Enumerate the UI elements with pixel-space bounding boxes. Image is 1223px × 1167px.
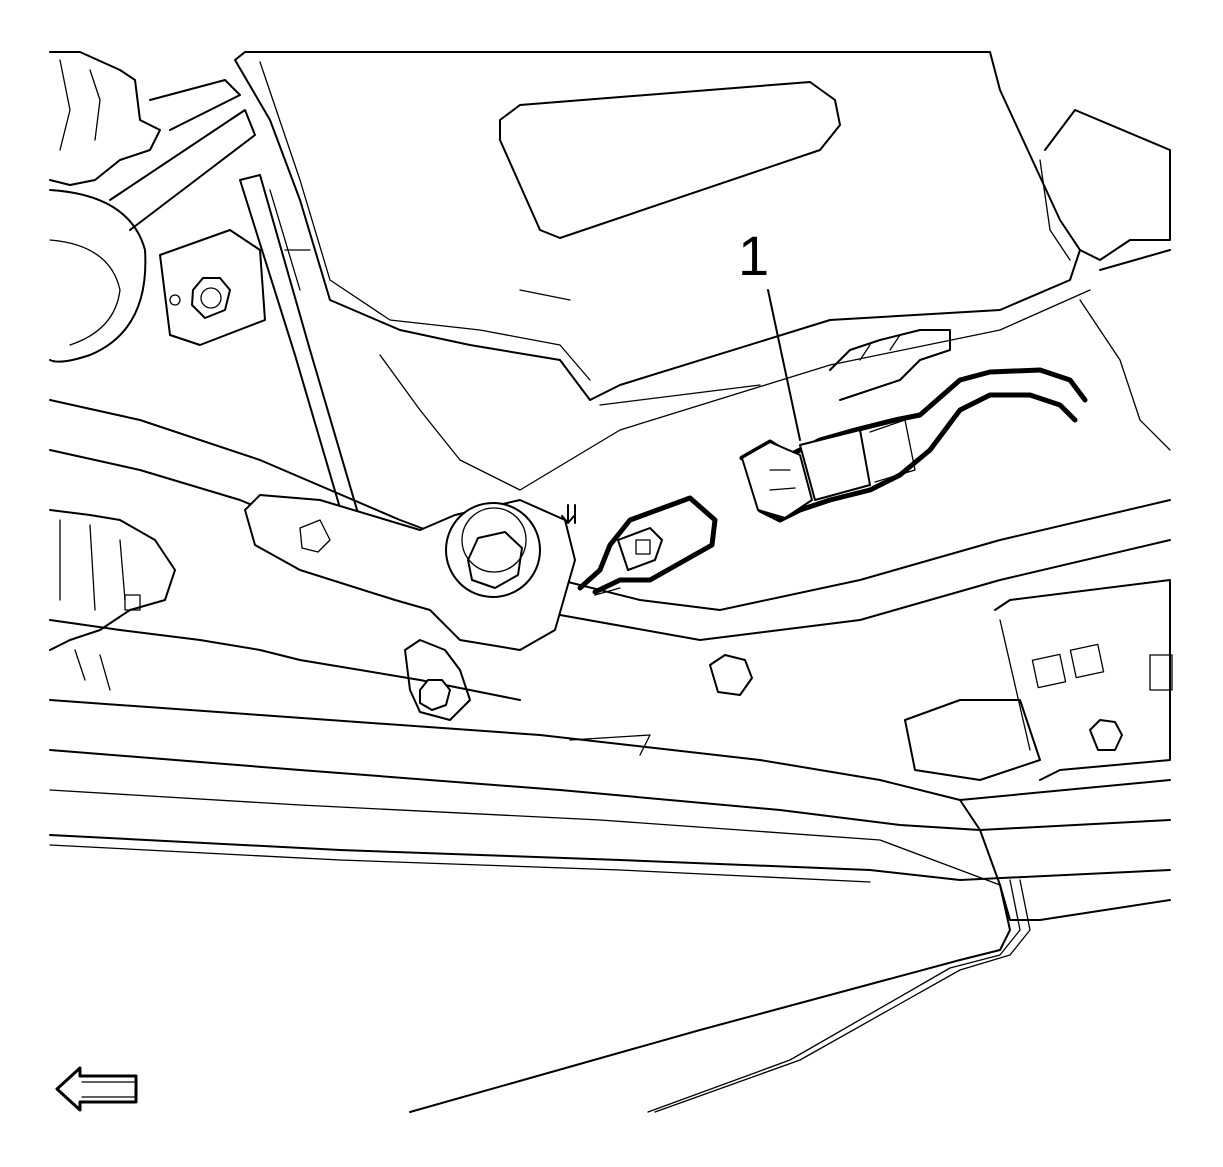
right-bracket-plate [904,579,1173,781]
upper-left-bracket-assembly [49,51,256,231]
lower-bolt [404,639,471,721]
cover-clip [829,329,951,401]
upper-right-bracket [1039,109,1171,451]
frame-nut [709,654,753,696]
mount-bolt [159,229,266,346]
harness-connector-right [739,367,1088,523]
lower-frame-beam [49,699,1171,921]
strut-rod [239,174,361,526]
harness-connector-left [577,495,718,596]
engine-cover [234,51,1091,491]
lower-panel-edge [409,879,1031,1113]
down-arrow-icon [561,504,576,524]
mount-bracket-with-nut [244,494,576,651]
left-sensor-cluster [49,509,521,701]
callout-1: 1 [738,224,801,441]
reservoir-cap [49,189,147,363]
left-arrow-icon [55,1066,138,1112]
callout-label: 1 [738,224,769,287]
callout-leader-line [767,289,801,441]
